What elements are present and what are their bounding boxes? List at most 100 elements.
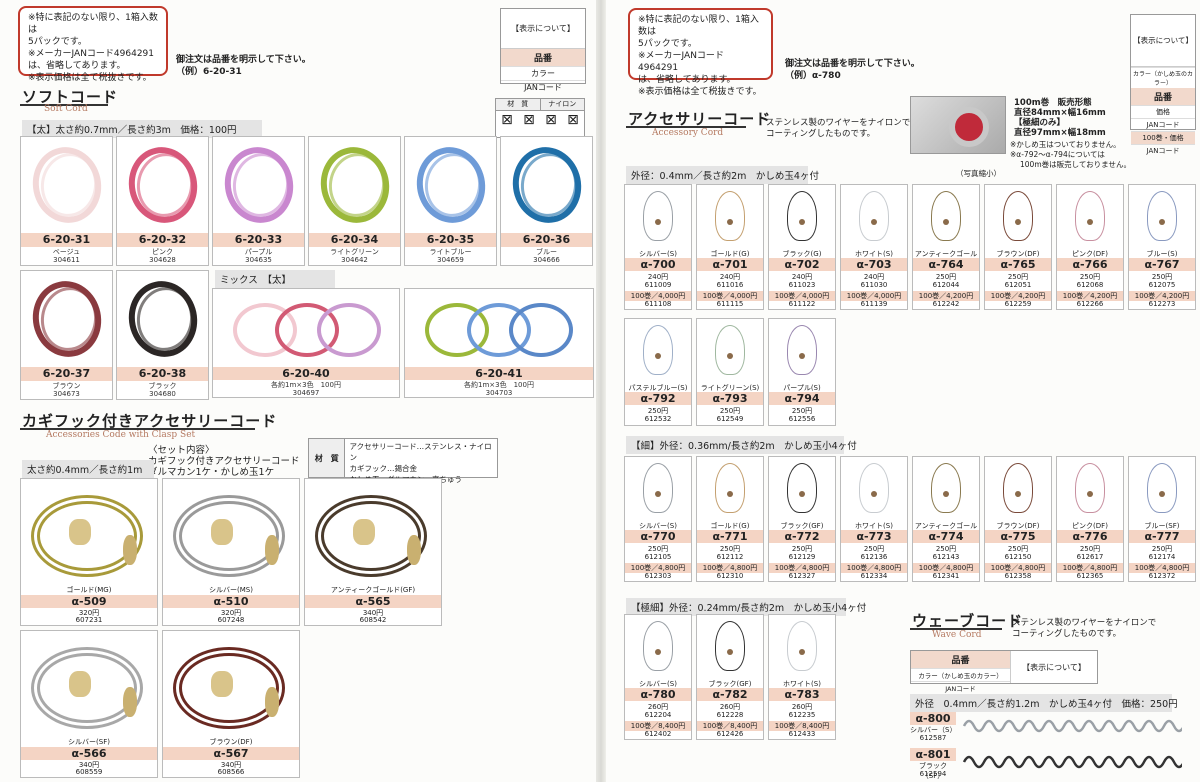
cord-loop-shape [931,191,961,241]
hundred-roll-price: 100巻／8,400円 [769,721,835,731]
crimp-bead-icon [799,353,805,359]
jan-code: 304635 [245,256,272,264]
color-name: ブラック(GF) [708,680,752,688]
desc-line: ステンレス製のワイヤーをナイロンで [1012,618,1157,628]
accessory-cord-title: アクセサリーコード [628,110,772,128]
crimp-bead-icon [655,353,661,359]
product-code: 6-20-38 [117,367,208,381]
product-code: 6-20-31 [21,233,112,247]
color-name: ホワイト(S) [855,250,893,258]
crimp-bead-icon [799,649,805,655]
jan-code: 612204 [644,711,672,719]
note-line: は、省略してあります。 [638,75,736,85]
price: 250円 [935,545,957,553]
jan-code: 612556 [788,415,816,423]
note-line: ※特に表記のない限り、1箱入数は [28,13,158,35]
jan-code: 304697 [292,389,320,397]
soft-cord-title: ソフトコード [22,88,119,106]
note-line: ※表示価格は全て税抜きです。 [28,73,152,83]
cord-coil-image [31,495,143,577]
crimp-bead-icon [1015,491,1021,497]
material-line: アクセサリーコード…ステンレス・ナイロン [349,442,492,462]
color-name: シルバー（S） [910,726,957,734]
order-hint-line: 御注文は品番を明示して下さい。 [176,55,311,65]
cord-loop-image [985,185,1051,249]
hundred-roll-jan: 612310 [716,572,744,580]
crimp-bead-icon [727,491,733,497]
clasp-hook-icon [69,519,91,545]
product-code: α-780 [625,688,691,701]
product-code: α-773 [841,530,907,543]
color-name: ピンク [152,248,173,256]
hundred-roll-price: 100巻／4,800円 [985,563,1051,573]
cord-loop-shape [1075,463,1105,513]
soft-cord-underline [20,104,108,106]
color-name: ホワイト(S) [783,680,821,688]
product-code: α-771 [697,530,763,543]
roll-note-line: ※α-792～α-794については [1010,150,1105,159]
hundred-roll-price: 100巻／4,200円 [1057,291,1123,301]
wave-cord-image [962,755,1182,769]
care-table: 材 質 ナイロン ⊠ ⊠ ⊠ ⊠ [495,98,585,138]
cord-loop-image [1057,185,1123,249]
lobster-clasp-icon [407,535,421,565]
cord-loop-shape [787,325,817,375]
product-code: α-801 [910,748,956,761]
product-code: α-770 [625,530,691,543]
order-hint-line: 御注文は品番を明示して下さい。 [785,59,920,69]
crimp-bead-icon [1087,219,1093,225]
jan-code: 612235 [788,711,816,719]
soft-cord-spec: 【太】太さ約0.7mm／長さ約3m 価格：100円 [22,120,262,138]
cord-loop-shape [931,463,961,513]
product-code: α-793 [697,392,763,405]
display-info-row: カラー（かしめ玉のカラー） [1131,67,1195,88]
wave-cord-subtitle: Wave Cord [932,630,982,640]
mix-label: ミックス 【太】 [215,270,335,288]
crimp-bead-icon [799,491,805,497]
cord-loop-shape [715,191,745,241]
order-hint-line: （例）6-20-31 [176,67,242,77]
cord-loop-image [1057,457,1123,521]
price: 250円 [647,407,669,415]
product-code: 6-20-33 [213,233,304,247]
hundred-roll-jan: 612303 [644,572,672,580]
product-code: α-772 [769,530,835,543]
lobster-clasp-icon [123,535,137,565]
cord-loop-image [625,615,691,679]
clasp-hook-icon [353,519,375,545]
hundred-roll-price: 100巻／4,800円 [841,563,907,573]
product-code: α-775 [985,530,1051,543]
care-table-header: 材 質 [507,100,529,108]
display-info-row: JANコード [1131,118,1195,131]
color-name: パープル(S) [783,384,821,392]
roll-spool-icon [949,107,989,147]
crimp-bead-icon [1159,491,1165,497]
jan-code: 304628 [149,256,176,264]
color-name: ピンク(DF) [1072,522,1108,530]
note-line: は、省略してあります。 [28,61,126,71]
clasp-hook-icon [211,519,233,545]
crimp-bead-icon [1015,219,1021,225]
cord-loop-shape [715,621,745,671]
accessory-cord-subtitle: Accessory Cord [652,128,724,138]
display-info-row: JANコード [1131,144,1195,157]
wave-cord-image [962,719,1182,733]
jan-code: 607248 [217,616,245,624]
wave-cord-underline [910,628,1002,630]
jan-code: 608559 [75,768,103,776]
crimp-bead-icon [943,219,949,225]
